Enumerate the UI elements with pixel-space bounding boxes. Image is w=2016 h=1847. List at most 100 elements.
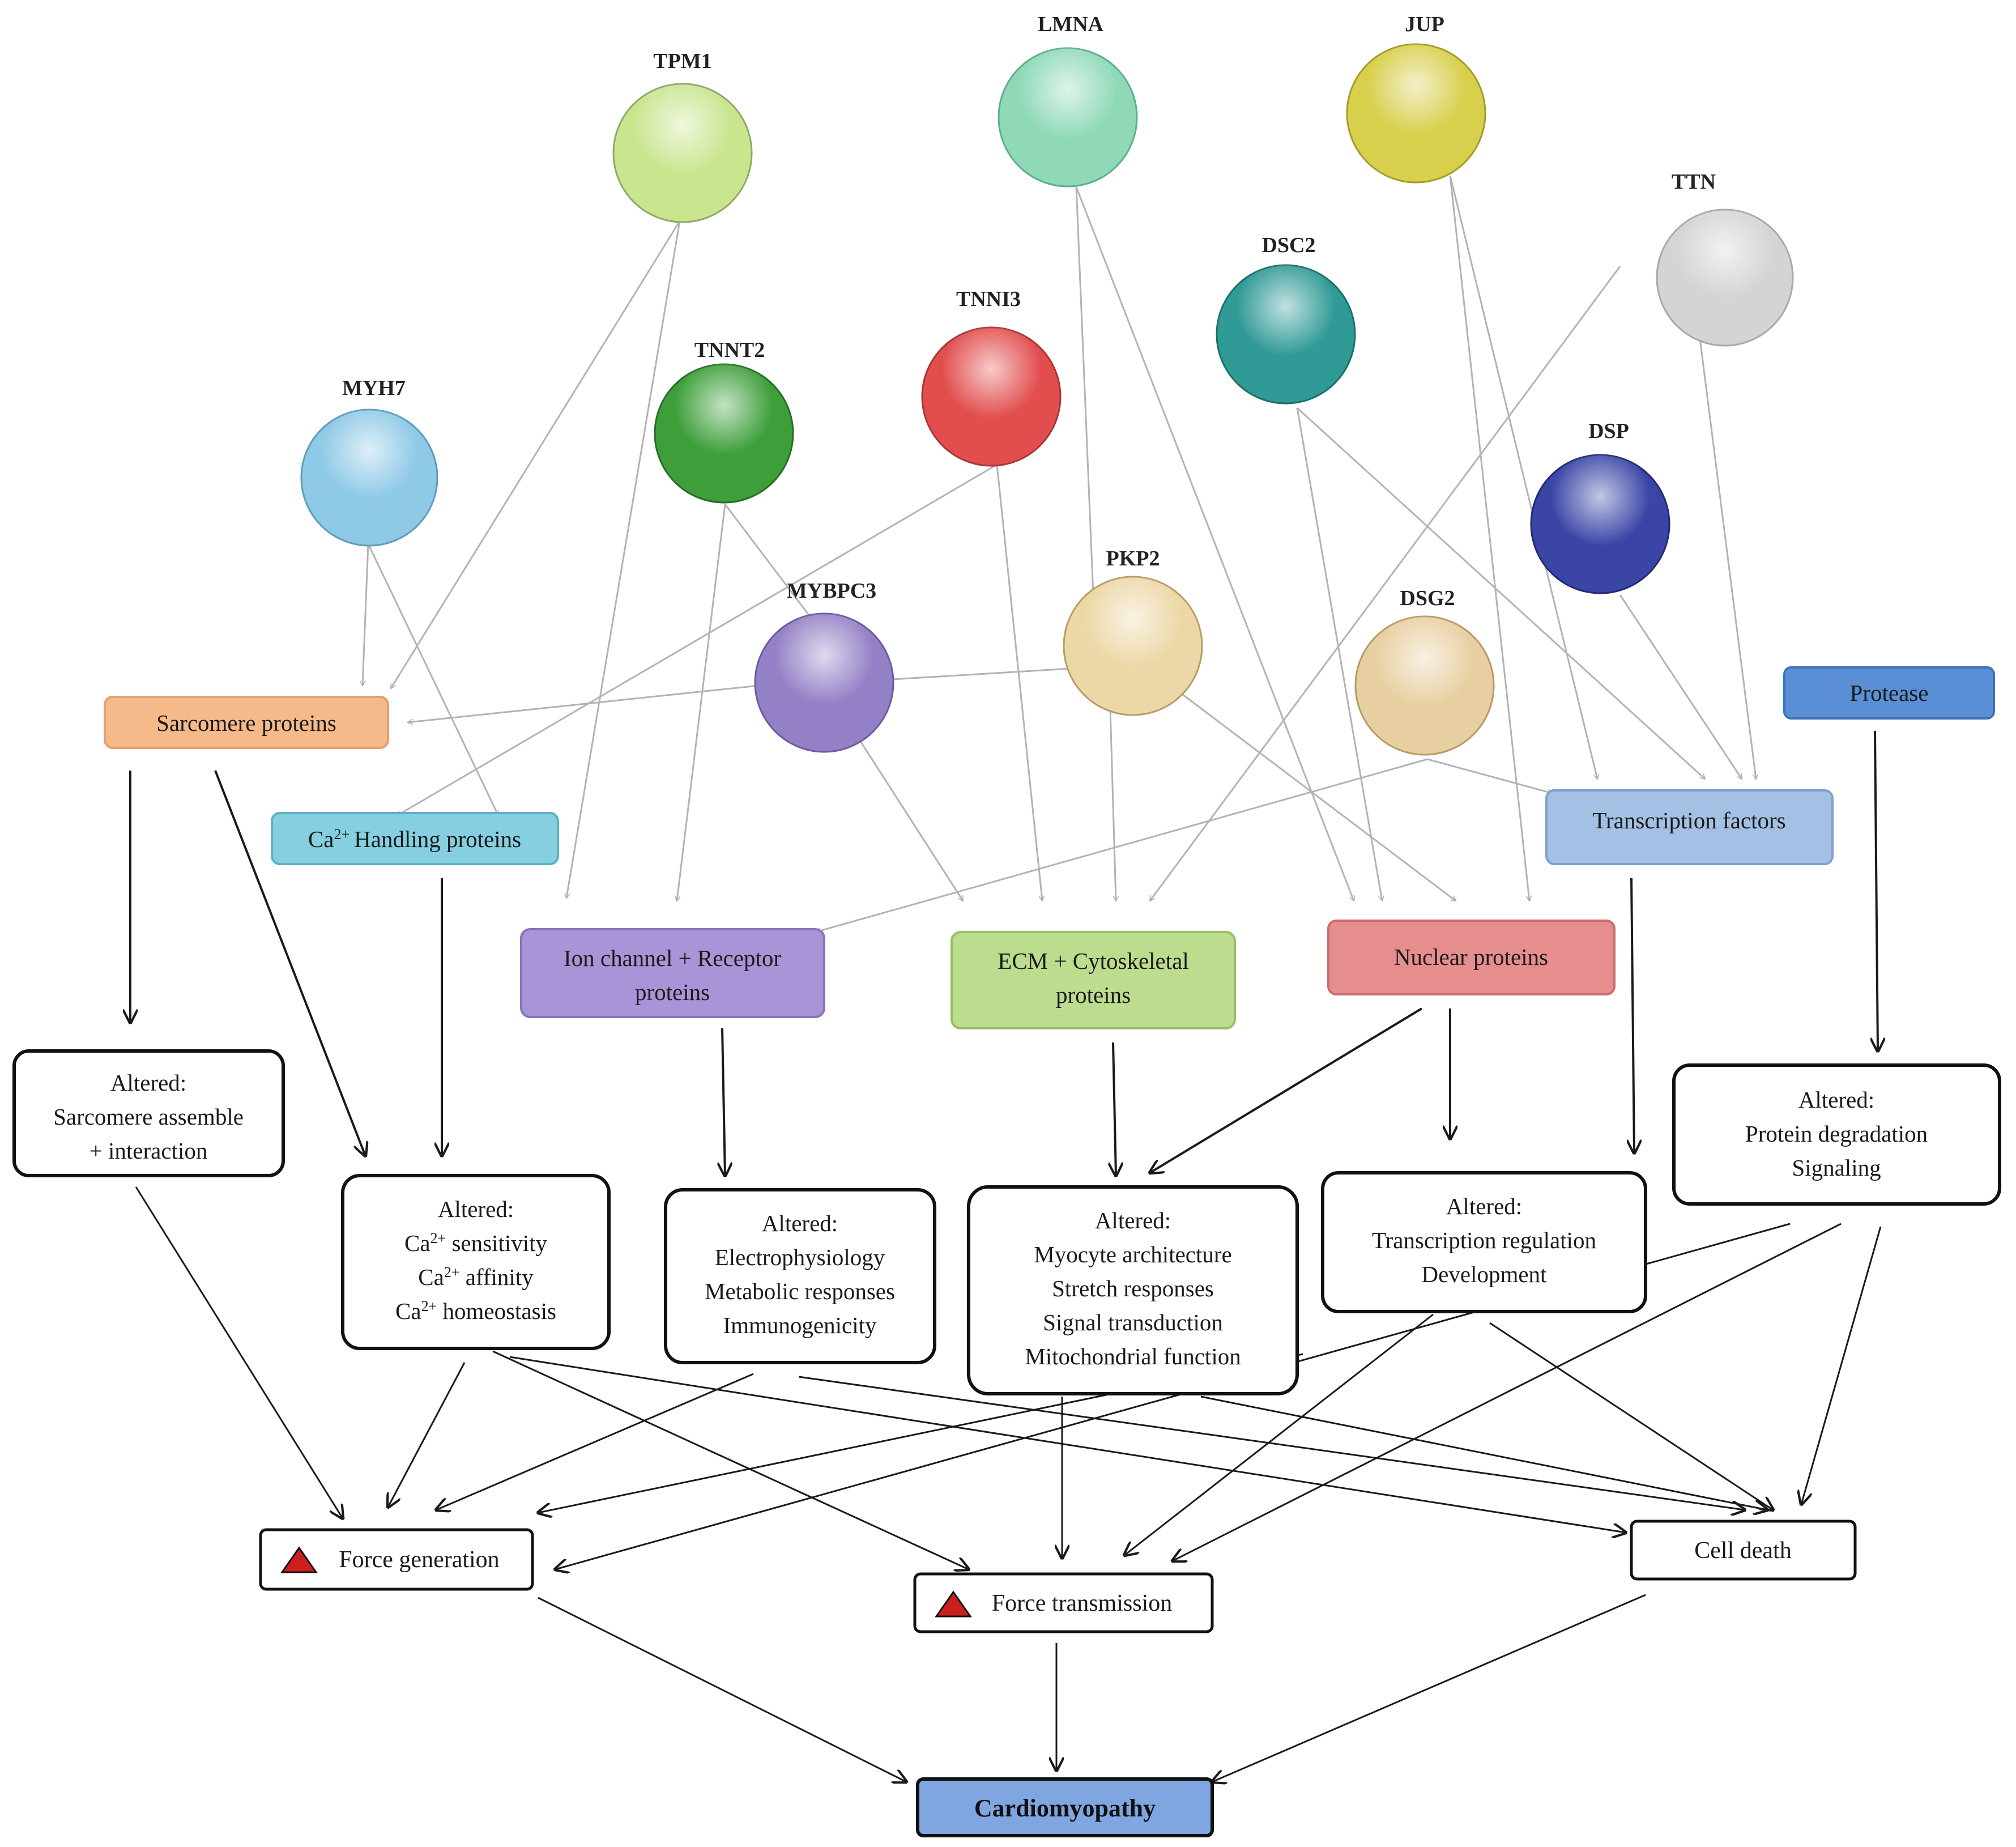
effect-electro: Altered: Electrophysiology Metabolic res… [664,1188,936,1364]
edge-cd-final [1212,1594,1646,1782]
effect-e6-line3: Signaling [1792,1155,1881,1181]
edge-e1-fg [135,1186,343,1518]
gene-tpm1: TPM1 [612,49,753,223]
category-protease-box [1783,666,1995,720]
edge-tf-e5 [1631,878,1634,1153]
gene-tnnt2-shine [655,364,793,503]
edge-dsc2-nuclear [1296,407,1382,901]
gene-jup-label: JUP [1405,12,1444,36]
effects: Altered: Sarcomere assemble + interactio… [12,1049,2001,1395]
effect-e1-box [12,1049,285,1177]
gene-pkp2-label: PKP2 [1106,547,1160,571]
effect-e4-line1: Altered: [1095,1207,1171,1233]
gene-dsp: DSP [1530,419,1670,594]
category-ca-main: Handling proteins [354,826,521,852]
gene-ttn-label: TTN [1672,170,1716,194]
edge-dsp-tf [1619,594,1742,779]
effect-e4-line2: Myocyte architecture [1034,1241,1231,1267]
effect-e3-line4: Immunogenicity [723,1312,877,1338]
edge-e2-cd [509,1356,1626,1533]
outcome-cd-box [1630,1520,1857,1581]
outcome-final-edges [538,1594,1646,1782]
gene-tnnt2: TNNT2 [654,338,794,504]
outcome-force-transmission: Force transmission [913,1572,1214,1633]
gene-dsg2-label: DSG2 [1400,586,1455,610]
category-ecm: ECM + Cytoskeletal proteins [951,931,1236,1029]
effect-e1-line1: Altered: [110,1070,186,1096]
gene-ttn: TTN [1656,170,1794,347]
ca-text-3: homeostasis [437,1298,556,1324]
gene-tpm1-label: TPM1 [653,49,711,73]
edge-e6-ft [1173,1223,1842,1561]
gene-tnni3-label: TNNI3 [956,287,1021,311]
category-ecm-label-line1: ECM + Cytoskeletal [998,948,1188,974]
category-ecm-box [951,931,1236,1029]
gene-mybpc3-shine [755,614,893,752]
effect-e3-line1: Altered: [762,1210,838,1236]
effect-e4-box [967,1185,1299,1395]
effect-outcome-edges [135,1186,1882,1569]
gene-tnni3-shine [922,327,1060,466]
effect-e5-line1: Altered: [1446,1193,1522,1219]
gene-tnnt2-label: TNNT2 [694,338,765,362]
gene-dsg2-shine [1356,616,1494,755]
gene-myh7-label: MYH7 [342,376,406,400]
edge-e5-ft [1124,1313,1434,1555]
gene-dsp-label: DSP [1588,419,1629,443]
gene-jup: JUP [1346,12,1486,184]
outcome-force-generation: Force generation [259,1528,534,1591]
effect-transcription: Altered: Transcription regulation Develo… [1321,1171,1647,1313]
gene-tnni3: TNNI3 [921,287,1062,467]
effect-e3-box [664,1188,936,1364]
category-ca-superscript: 2+ [334,826,350,842]
edge-dsg2-tf [1427,758,1552,793]
effect-protein-degradation: Altered: Protein degradation Signaling [1672,1063,2001,1206]
edge-lmna-pkp2 [1075,186,1093,595]
edge-protease-e6 [1875,730,1878,1051]
category-ion-box [520,928,825,1018]
edge-lmna-nuclear [1075,186,1354,901]
edge-myh7-ca [367,543,498,816]
effect-e1-line2: Sarcomere assemble [53,1104,244,1130]
gene-pkp2-shine [1064,577,1202,715]
edge-dsg2-ion [816,758,1428,932]
gene-lmna-label: LMNA [1038,12,1104,36]
gene-ttn-shine [1657,210,1793,346]
category-sarcomere-box [104,696,389,749]
increase-triangle-icon [935,1590,972,1618]
edge-tnni3-ecm [996,464,1042,901]
category-ion-channel: Ion channel + Receptor proteins [520,928,825,1018]
gene-mybpc3: MYBPC3 [754,579,894,753]
final-node: Cardiomyopathy [916,1777,1214,1837]
effect-e5-line2: Transcription regulation [1372,1227,1596,1253]
genes: TPM1 LMNA JUP TTN DSC2 TNNI3 [300,12,1794,756]
edge-e4-cd [1200,1395,1767,1510]
edge-tnnt2-ion [677,504,726,901]
category-ca-label: Ca2+Handling proteins [308,826,521,853]
edge-pkp2-mybpc3 [884,667,1071,680]
effect-e2-box [341,1174,611,1350]
effect-e2-line2: Ca2+ affinity [418,1264,534,1291]
gene-dsg2: DSG2 [1354,586,1495,756]
edge-tpm1-ion [566,220,681,898]
gene-dsc2-shine [1217,265,1355,403]
effect-ca: Altered: Ca2+ sensitivity Ca2+ affinity … [341,1174,611,1350]
ca-superscript-1: 2+ [431,1230,446,1246]
outcome-fg-box [259,1528,534,1591]
gene-jup-shine [1347,44,1485,182]
edge-tpm1-sarcomere [391,220,681,688]
edge-ttn-tf [1698,334,1756,779]
ca-superscript-2: 2+ [444,1264,460,1280]
edge-jup-tf [1449,175,1597,779]
ca-prefix-2: Ca [418,1264,444,1290]
gene-dsc2-label: DSC2 [1261,233,1315,257]
effect-e4-line5: Mitochondrial function [1025,1343,1241,1369]
effect-e2-line3: Ca2+ homeostasis [395,1298,556,1325]
category-protease-label: Protease [1850,680,1929,706]
gene-dsp-shine [1531,455,1669,593]
category-nuclear-box [1327,920,1616,995]
edge-fg-final [538,1597,906,1782]
edge-ion-e3 [722,1028,725,1176]
outcome-cd-label: Cell death [1694,1538,1791,1564]
